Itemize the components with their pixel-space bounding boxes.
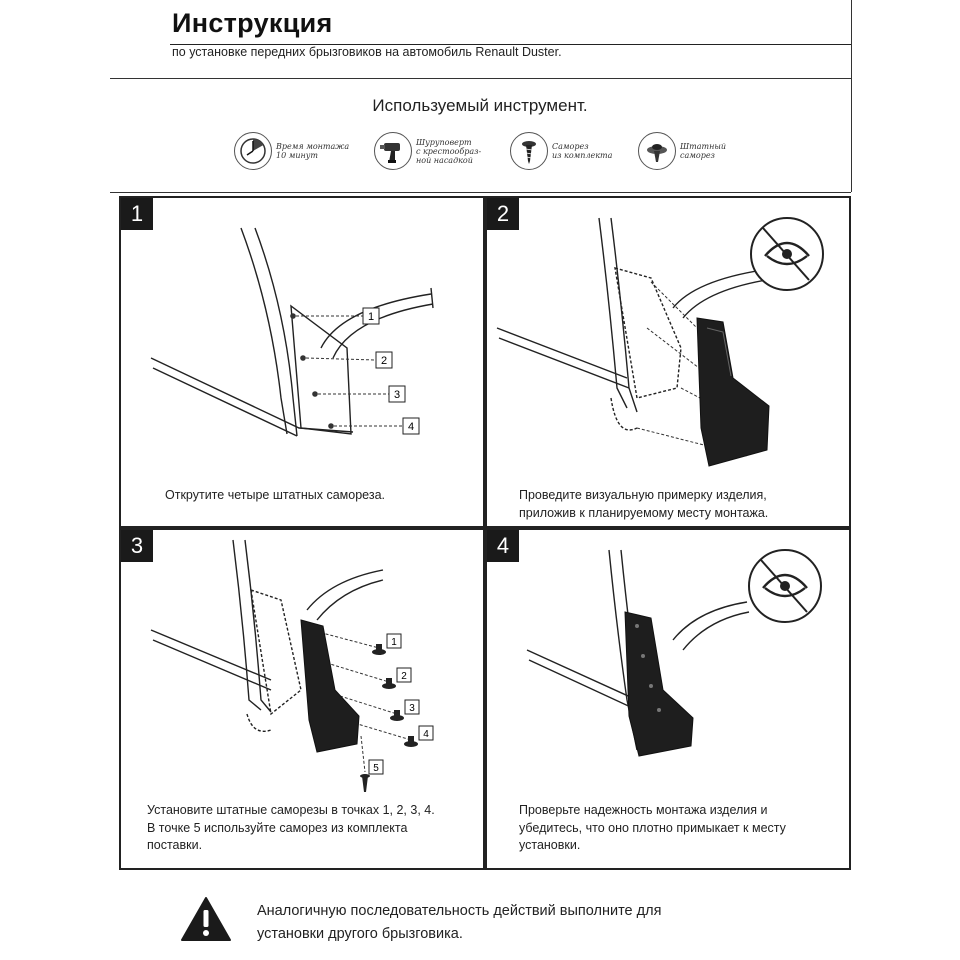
step-3-markers: 1 2 3 4 5 (368, 633, 434, 775)
page-title: Инструкция (172, 8, 333, 38)
step-caption: Проверьте надежность монтажа изделия и у… (519, 803, 786, 852)
header-divider (110, 78, 851, 79)
warning-icon (180, 896, 232, 947)
step-number: 4 (487, 530, 519, 562)
step-panel-2: 2 Проведите визуальную приме (485, 196, 851, 528)
eye-check-icon (750, 217, 824, 291)
clock-icon (234, 132, 272, 170)
standard-screw-icon (638, 132, 676, 170)
tool-item-kit-screw: Саморез из комплекта (510, 132, 612, 170)
tool-label: Время монтажа 10 минут (276, 142, 350, 160)
title-underline (170, 44, 851, 45)
step-1-markers: 1 2 3 4 (362, 307, 420, 435)
step-1-illustration: 1 2 3 4 (150, 227, 434, 437)
screwdriver-icon (374, 132, 412, 170)
step-panel-4: 4 Проверьте надежность монтажа изделия и… (485, 528, 851, 870)
marker-1: 1 (368, 311, 374, 323)
step-4-illustration (526, 549, 822, 757)
header-frame-line (851, 0, 852, 192)
step-panel-1: 1 1 2 (119, 196, 485, 528)
marker-2: 2 (401, 671, 407, 682)
step-number: 2 (487, 198, 519, 230)
step-caption: Открутите четыре штатных самореза. (165, 488, 385, 502)
marker-3: 3 (394, 389, 400, 401)
tools-divider (110, 192, 851, 193)
tool-label: Шуруповерт с крестообраз- ной насадкой (416, 137, 482, 165)
tool-label: Саморез из комплекта (552, 142, 613, 160)
page-subtitle: по установке передних брызговиков на авт… (172, 45, 562, 59)
step-panel-3: 3 (119, 528, 485, 870)
step-caption: Установите штатные саморезы в точках 1, … (147, 803, 435, 852)
marker-4: 4 (408, 421, 414, 433)
tool-item-standard-screw: Штатный саморез (638, 132, 726, 170)
marker-3: 3 (409, 703, 415, 714)
eye-check-icon (748, 549, 822, 623)
marker-4: 4 (423, 729, 429, 740)
tools-title: Используемый инструмент. (372, 96, 588, 115)
step-2-illustration (496, 217, 824, 467)
tool-label: Штатный саморез (680, 142, 727, 160)
tool-item-screwdriver: Шуруповерт с крестообраз- ной насадкой (374, 132, 481, 170)
step-number: 1 (121, 198, 153, 230)
step-number: 3 (121, 530, 153, 562)
marker-1: 1 (391, 637, 397, 648)
marker-2: 2 (381, 355, 387, 367)
self-tapping-screw-icon (510, 132, 548, 170)
step-caption: Проведите визуальную примерку изделия, п… (519, 488, 769, 520)
tool-item-time: Время монтажа 10 минут (234, 132, 349, 170)
marker-5: 5 (373, 763, 379, 774)
step-3-illustration: 1 2 3 4 5 (150, 539, 434, 792)
warning-text: Аналогичную последовательность действий … (257, 903, 662, 942)
